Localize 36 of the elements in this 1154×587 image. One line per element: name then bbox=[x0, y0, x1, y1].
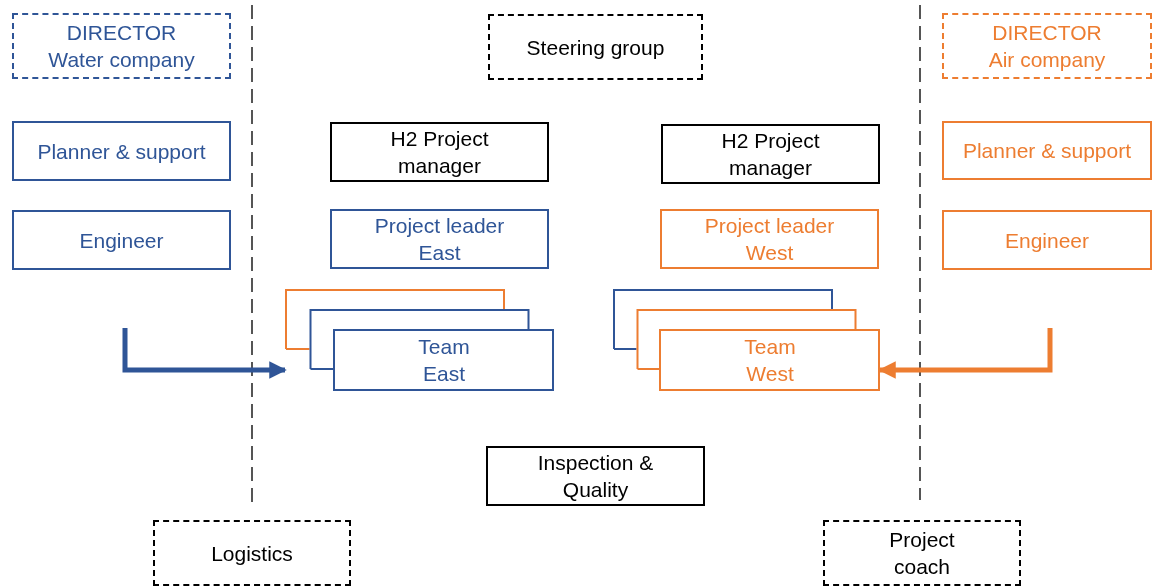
box-label: Planner & support bbox=[962, 138, 1132, 164]
dashed-box bbox=[153, 520, 351, 586]
role-box bbox=[330, 209, 549, 269]
stacked-cards-drawing bbox=[613, 289, 880, 391]
dashed-box bbox=[942, 13, 1152, 79]
box-label: Project leader West bbox=[703, 213, 836, 266]
role-box bbox=[12, 121, 231, 181]
box-label: DIRECTOR bbox=[66, 20, 177, 46]
dashed-box bbox=[823, 520, 1021, 586]
box-label: Project leader East bbox=[373, 213, 506, 266]
box-label: Logistics bbox=[211, 540, 293, 567]
dashed-box bbox=[12, 13, 231, 79]
box-label: Planner & support bbox=[37, 138, 206, 165]
box-label: Team East bbox=[417, 334, 471, 387]
role-box bbox=[660, 209, 879, 269]
box-label: Air company bbox=[988, 47, 1106, 73]
arrow bbox=[122, 328, 287, 379]
stacked-cards-drawing bbox=[285, 289, 554, 391]
arrow bbox=[878, 328, 1053, 379]
role-box bbox=[12, 210, 231, 270]
box-label: Project coach bbox=[888, 527, 956, 580]
box-label: Engineer bbox=[79, 227, 164, 254]
box-label: DIRECTOR bbox=[992, 20, 1102, 46]
box-label: Engineer bbox=[1004, 227, 1090, 254]
role-box bbox=[942, 121, 1152, 180]
role-box bbox=[330, 122, 549, 182]
box-label: Inspection & Quality bbox=[536, 450, 655, 503]
role-box bbox=[661, 124, 880, 184]
role-box bbox=[486, 446, 705, 506]
dashed-box bbox=[488, 14, 703, 80]
box-label: Team West bbox=[743, 334, 797, 387]
role-box bbox=[942, 210, 1152, 270]
box-label: Steering group bbox=[526, 34, 665, 61]
box-label: H2 Project manager bbox=[389, 126, 490, 179]
box-label: Water company bbox=[48, 47, 195, 73]
box-label: H2 Project manager bbox=[720, 128, 821, 181]
